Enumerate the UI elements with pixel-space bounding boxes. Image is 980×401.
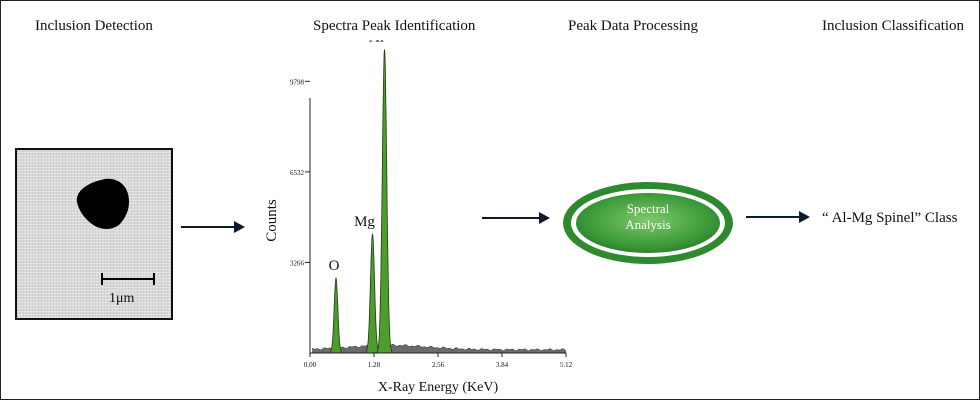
x-axis-label: X-Ray Energy (KeV) — [378, 380, 499, 395]
peak-label-al: Al — [369, 40, 384, 45]
spectral-analysis-node: Spectral Analysis — [560, 179, 736, 267]
scale-bar-left-tick — [101, 273, 103, 285]
scale-label: 1μm — [109, 291, 135, 306]
peak-label-mg: Mg — [354, 214, 375, 230]
stage-title-processing: Peak Data Processing — [568, 18, 698, 34]
stage-title-spectra: Spectra Peak Identification — [313, 18, 476, 34]
stage-title-detection: Inclusion Detection — [35, 18, 153, 34]
peak-label-o: O — [329, 258, 340, 274]
arrow-processing-to-classification — [746, 211, 810, 223]
y-tick-label: 9798 — [290, 78, 305, 86]
inclusion-particle — [76, 178, 130, 229]
arrow-spectra-to-processing — [482, 212, 550, 224]
x-tick-label: 5.12 — [560, 361, 573, 369]
y-tick-label: 6532 — [290, 169, 305, 177]
spectral-analysis-ellipse — [563, 182, 733, 264]
inclusion-particle-image — [76, 178, 155, 285]
x-tick-label: 0.00 — [304, 361, 317, 369]
x-tick-label: 1.28 — [368, 361, 381, 369]
spectrum-svg: O Mg Al 3266 6532 9798 0.00 1.28 2.56 3.84 5.12X-R… — [264, 29, 573, 395]
arrow-detection-to-spectra — [181, 221, 245, 233]
peak-al — [372, 49, 397, 354]
spectral-analysis-label: Spectral Analysis — [560, 201, 736, 233]
x-tick-label: 3.84 — [496, 361, 509, 369]
peak-o — [326, 276, 346, 354]
y-axis-label: Counts — [264, 199, 280, 242]
spectrum-continuum — [312, 344, 567, 354]
scale-bar — [101, 278, 155, 280]
y-tick-label: 3266 — [290, 259, 305, 267]
inclusion-micrograph: 1μm — [15, 148, 173, 320]
classification-result: “ Al-Mg Spinel” Class — [822, 210, 958, 226]
spectral-analysis-line2: Analysis — [625, 217, 671, 232]
spectral-analysis-line1: Spectral — [626, 201, 670, 216]
scale-bar-right-tick — [153, 273, 155, 285]
stage-title-classification: Inclusion Classification — [822, 18, 965, 34]
x-tick-label: 2.56 — [432, 361, 445, 369]
eds-spectrum-chart: O Mg Al 3266 6532 9798 0.00 1.28 2.56 3.84 5.12X-R… — [258, 29, 588, 401]
